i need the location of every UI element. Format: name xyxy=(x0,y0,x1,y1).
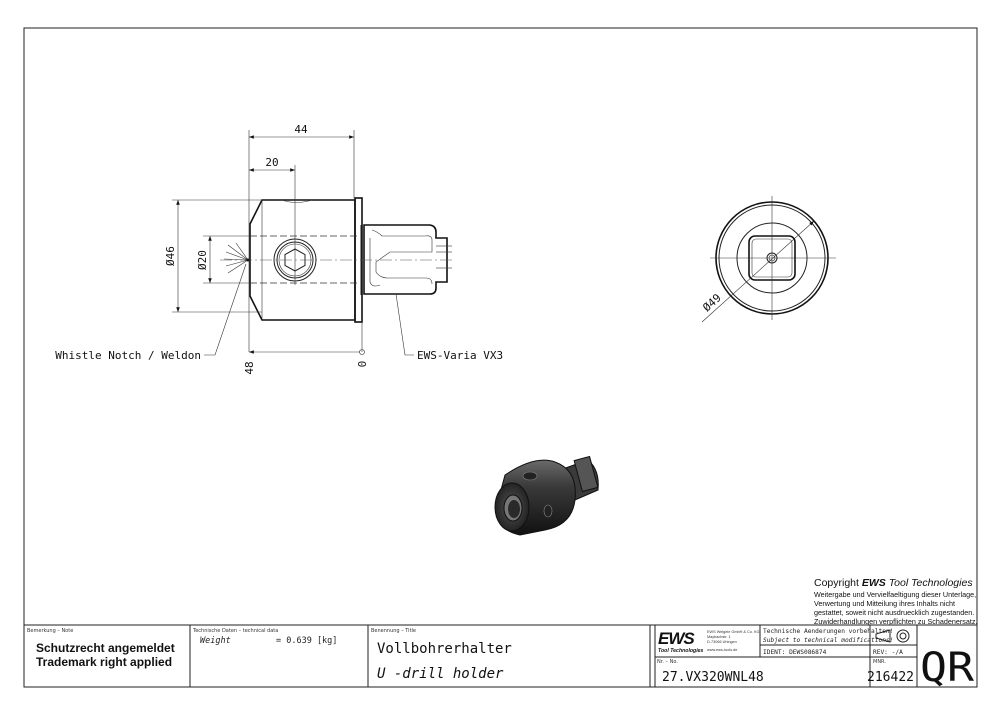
change-notice-en: Subject to technical modifications! xyxy=(763,636,893,644)
svg-text:gestattet, soweit nicht ausdru: gestattet, soweit nicht ausdruecklich zu… xyxy=(814,608,974,617)
svg-text:Maybachstr. 1: Maybachstr. 1 xyxy=(707,635,731,639)
callout-whistle-notch: Whistle Notch / Weldon xyxy=(55,349,201,362)
revision: REV: -/A xyxy=(873,649,903,656)
ordinate-right: 0 xyxy=(356,361,369,368)
vx3-shank xyxy=(363,224,448,295)
whistle-notch-symbol xyxy=(223,242,249,274)
qr-code-label: QR xyxy=(920,645,975,691)
weight-value: = 0.639 [kg] xyxy=(276,636,337,646)
nr-label: Nr. – No. xyxy=(657,659,678,665)
change-notice-de: Technische Aenderungen vorbehalten! xyxy=(763,628,893,635)
note-line-1: Schutzrecht angemeldet xyxy=(36,641,175,655)
title-de: Vollbohrerhalter xyxy=(377,641,512,657)
dim-length-total: 44 xyxy=(294,123,308,136)
svg-text:Tool Technologies: Tool Technologies xyxy=(658,648,704,654)
svg-text:D-73066 Uhingen: D-73066 Uhingen xyxy=(707,640,737,644)
ordinate-left: 48 xyxy=(243,361,256,374)
nr-value: 27.VX320WNL48 xyxy=(662,670,764,685)
title-block: Bemerkung – Note Schutzrecht angemeldet … xyxy=(24,624,977,691)
title-en: U -drill holder xyxy=(377,666,504,682)
mnr-label: MNR. xyxy=(873,659,886,665)
svg-text:www.ews-tools.de: www.ews-tools.de xyxy=(707,648,737,652)
callout-interface: EWS-Varia VX3 xyxy=(417,349,503,362)
weight-label: Weight xyxy=(200,636,231,646)
projection-symbol-icon xyxy=(875,629,910,643)
ews-logo: EWS xyxy=(658,629,695,648)
front-view: Ø49 xyxy=(700,196,836,323)
isometric-render xyxy=(494,455,599,536)
dim-diameter-outer: Ø46 xyxy=(164,246,177,266)
side-view: 44 20 Ø46 Ø20 48 0 Whistle Notch / Weldo… xyxy=(55,123,503,375)
title-label: Benennung – Title xyxy=(371,628,416,634)
dim-diameter-flange: Ø49 xyxy=(700,291,723,314)
svg-text:Verwertung und Mitteilung ihre: Verwertung und Mitteilung ihres Inhalts … xyxy=(814,599,955,608)
note-line-2: Trademark right applied xyxy=(36,655,172,669)
mnr-value: 216422 xyxy=(867,670,914,685)
copyright-notice: Copyright EWS Tool Technologies Weiterga… xyxy=(814,577,977,626)
svg-text:Zuwiderhandlungen verpflichten: Zuwiderhandlungen verpflichten zu Schade… xyxy=(814,617,977,626)
tech-data-label: Technische Daten – technical data xyxy=(192,628,278,634)
svg-text:Weitergabe und Vervielfaeltigu: Weitergabe und Vervielfaeltigung dieser … xyxy=(814,590,976,599)
dim-length-screw: 20 xyxy=(265,156,278,169)
note-label: Bemerkung – Note xyxy=(27,628,73,634)
svg-text:EWS Weigele GmbH & Co. KG: EWS Weigele GmbH & Co. KG xyxy=(707,630,760,634)
dim-diameter-bore: Ø20 xyxy=(196,250,209,270)
svg-text:Copyright EWS Tool Technologie: Copyright EWS Tool Technologies xyxy=(814,577,973,589)
ident: IDENT: DEWS086874 xyxy=(763,649,827,656)
drawing-frame xyxy=(23,27,978,688)
